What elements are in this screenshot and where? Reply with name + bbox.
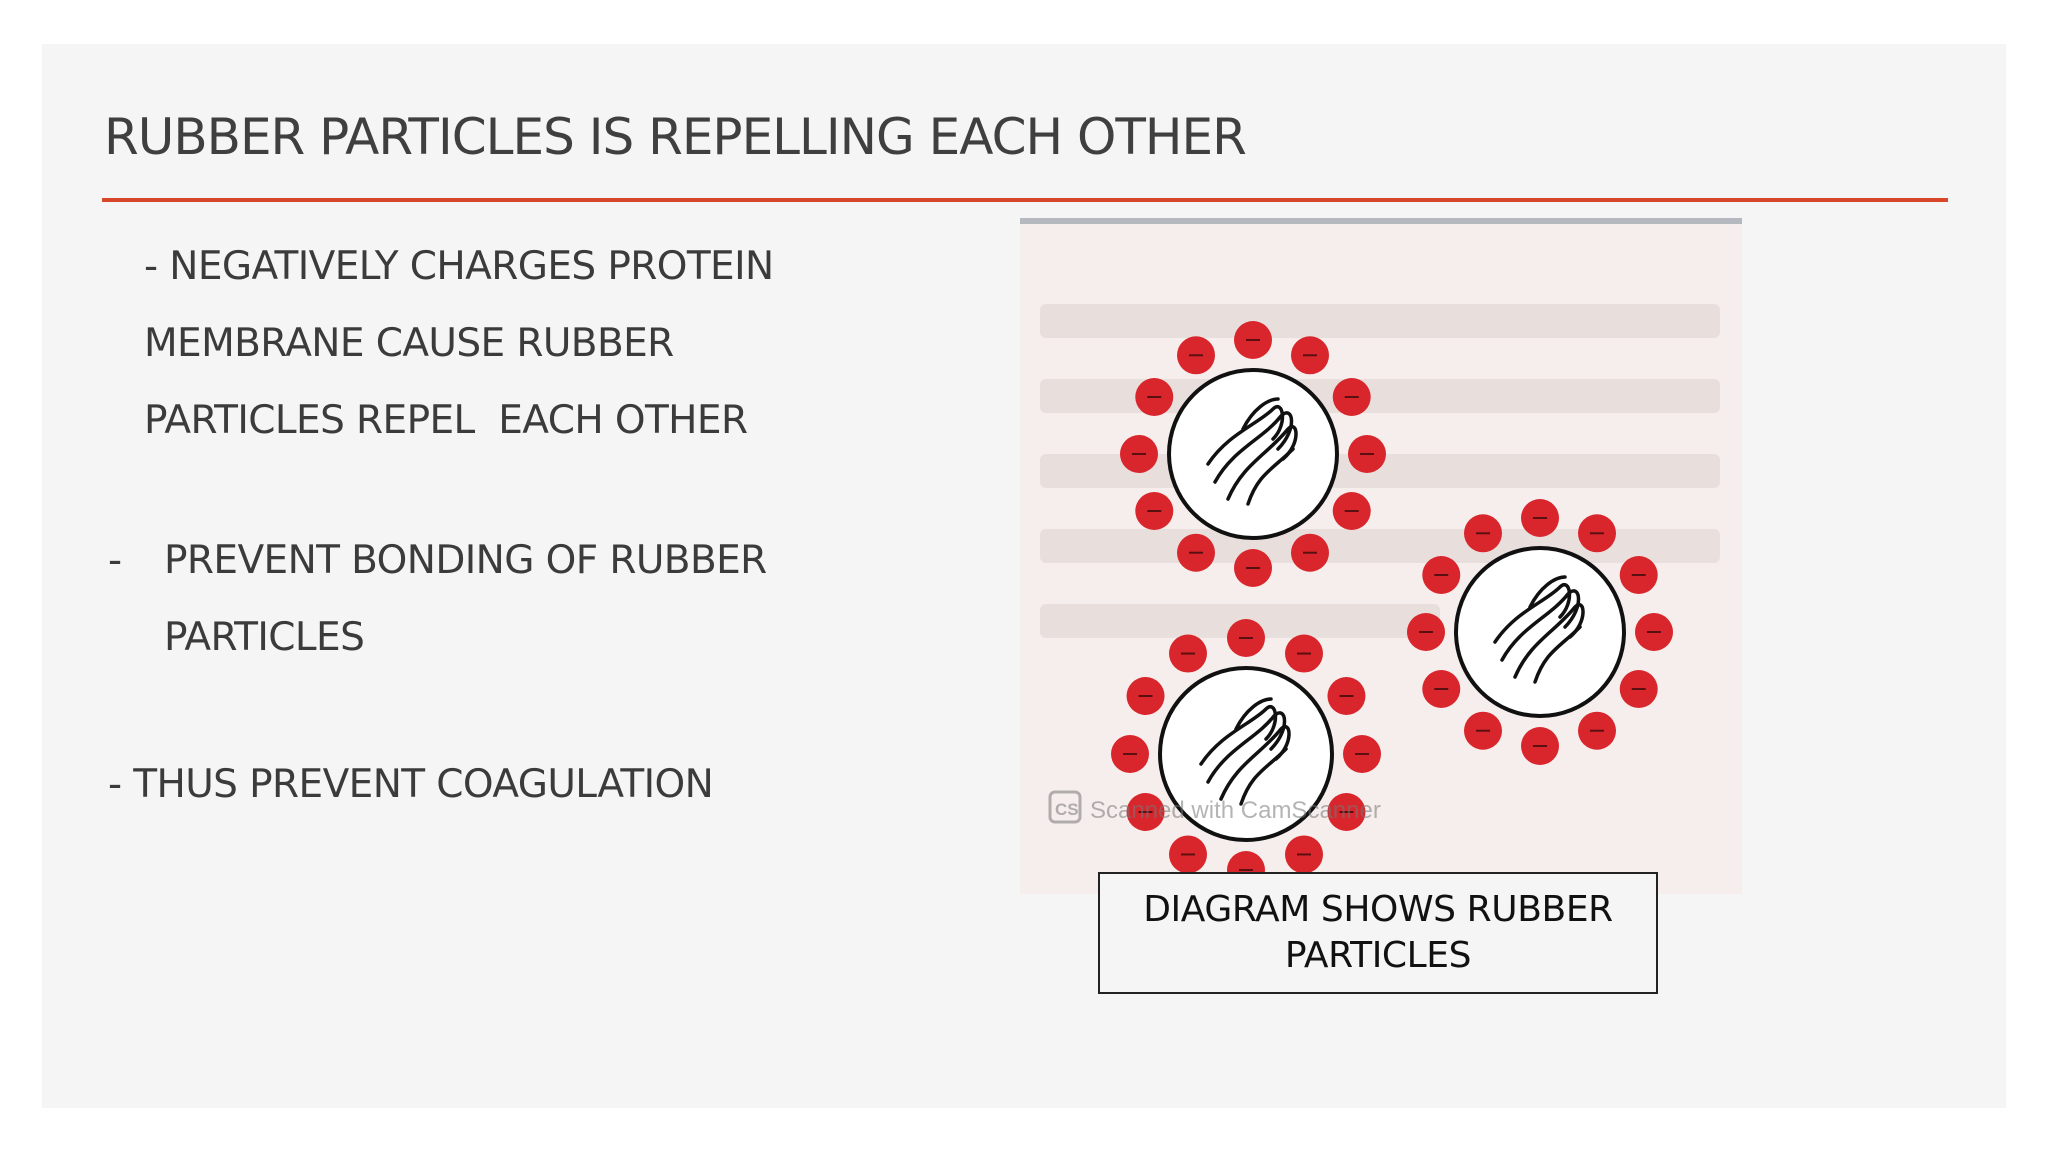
particles-group xyxy=(1111,321,1673,889)
rubber-chain xyxy=(1234,697,1273,731)
rubber-chain xyxy=(1246,447,1295,506)
slide: RUBBER PARTICLES IS REPELLING EACH OTHER… xyxy=(42,44,2006,1108)
rubber-chain xyxy=(1213,411,1294,484)
bullet-prevent-coagulation: - THUS PREVENT COAGULATION xyxy=(108,762,714,807)
rubber-particle xyxy=(1111,619,1381,889)
rubber-chain xyxy=(1513,603,1585,679)
protein-membrane xyxy=(1454,546,1626,718)
scan-background xyxy=(1020,218,1742,894)
rubber-chain xyxy=(1206,711,1287,784)
camscanner-watermark: CS Scanned with CamScanner xyxy=(1048,790,1381,824)
bullet-dash: - xyxy=(108,538,122,583)
rubber-chain xyxy=(1533,625,1582,684)
rubber-particle xyxy=(1120,321,1386,587)
diagram-caption: DIAGRAM SHOWS RUBBER PARTICLES xyxy=(1098,872,1658,994)
protein-membrane xyxy=(1158,666,1334,842)
watermark-text: Scanned with CamScanner xyxy=(1090,797,1381,824)
rubber-chain xyxy=(1241,397,1280,431)
rubber-chain xyxy=(1493,583,1572,644)
protein-membrane xyxy=(1167,368,1339,540)
camscanner-logo-icon xyxy=(1048,790,1082,824)
bullet-negative-charge: - NEGATIVELY CHARGES PROTEIN MEMBRANE CA… xyxy=(144,244,774,443)
rubber-particle xyxy=(1407,499,1673,765)
rubber-chain xyxy=(1206,405,1285,466)
rubber-chain xyxy=(1219,725,1291,801)
rubber-chain xyxy=(1226,425,1298,501)
slide-title: RUBBER PARTICLES IS REPELLING EACH OTHER xyxy=(104,108,1247,166)
title-divider xyxy=(102,198,1948,202)
rubber-chain xyxy=(1199,705,1278,766)
rubber-chain xyxy=(1239,747,1288,806)
watermark-logo-text: CS xyxy=(1055,800,1079,819)
rubber-chain xyxy=(1528,575,1567,609)
rubber-hydrocarbon-chains xyxy=(1206,397,1298,506)
rubber-particles-diagram: CS Scanned with CamScanner xyxy=(1020,218,1742,894)
scan-edge xyxy=(1020,218,1742,224)
rubber-hydrocarbon-chains xyxy=(1493,575,1585,684)
rubber-chain xyxy=(1500,589,1581,662)
bullet-prevent-bonding: PREVENT BONDING OF RUBBER PARTICLES xyxy=(164,538,767,660)
rubber-hydrocarbon-chains xyxy=(1199,697,1291,806)
